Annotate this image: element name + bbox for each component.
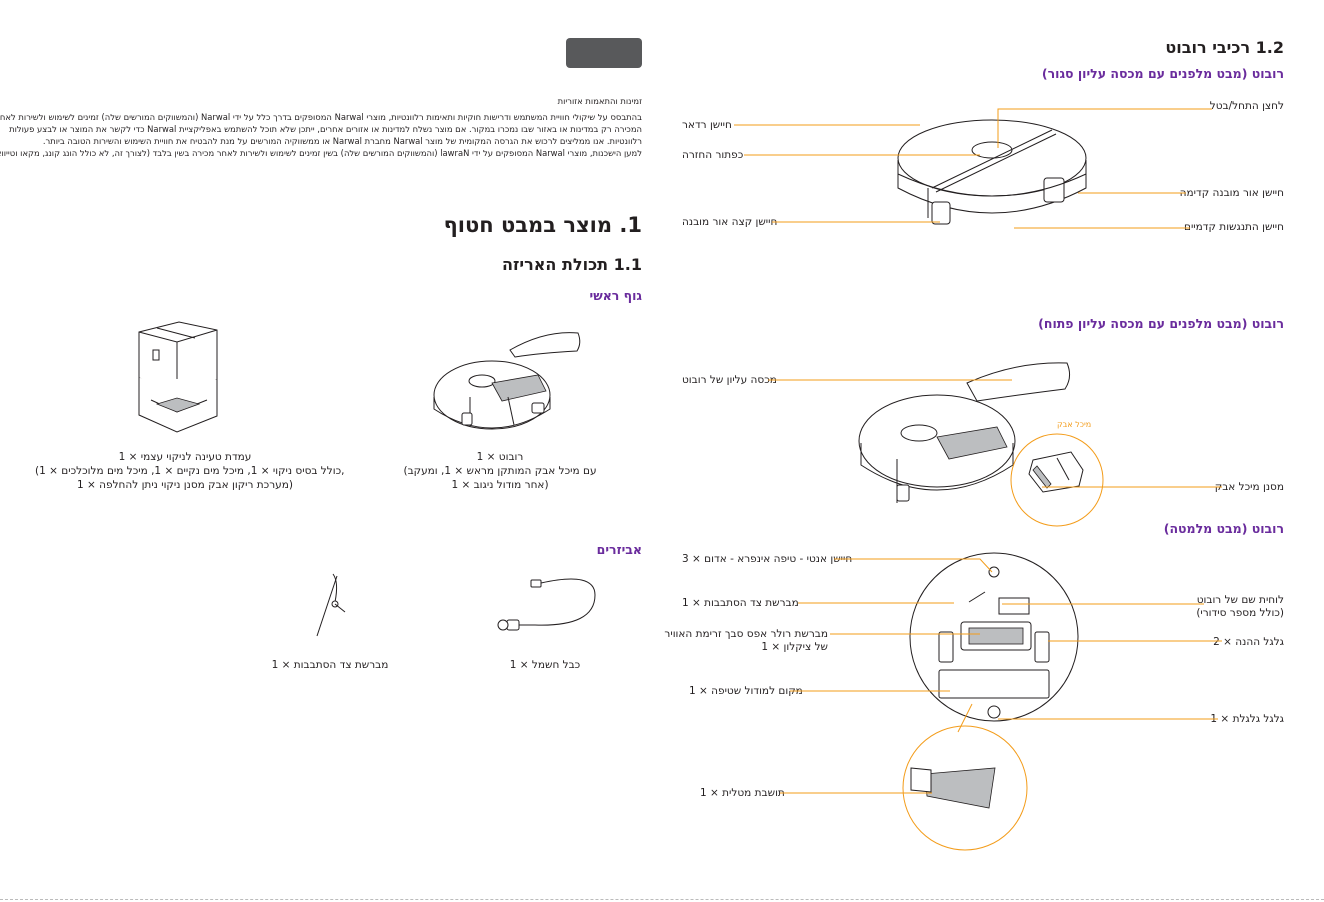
dock-caption-3: מערכת ריקון אבק מסנן ניקוי ניתן להחלפה ×… [77, 479, 293, 491]
power-cable-illustration [497, 578, 596, 631]
robot-caption-1: רובוט × 1 [476, 451, 524, 463]
closed-view-leaders [734, 108, 1212, 229]
label-nameplate-2: (כולל מספר סידורי) [1196, 607, 1284, 619]
label-radar-sensor: חיישן רדאר [682, 119, 732, 131]
dust-bin-zoom-illustration [1010, 433, 1104, 527]
closed-view-heading: רובוט (מבט מלפנים עם מכסה עליון סגור) [1041, 66, 1284, 81]
cable-caption: כבל חשמל × 1 [509, 659, 581, 671]
robot-with-cover-illustration [433, 332, 581, 430]
label-top-cover: מכסה עליון של רובוט [682, 374, 777, 386]
availability-line-1: בהתבסס על שיקולי חוויית המשתמש ודרישות ח… [0, 112, 642, 122]
label-dust-filter: מסנן מיכל אבק [1214, 481, 1284, 493]
label-roller-brush-1: מברשת רולר אפס סבך זרימת האוויר [664, 628, 828, 640]
mop-bracket-zoom-illustration [902, 725, 1028, 851]
availability-line-3: רלוונטיות. אנו ממליצים לרכוש את הגרסה המ… [42, 136, 642, 146]
label-side-brush: מברשת צד הסתבבות × 1 [682, 597, 799, 609]
dock-caption-1: עמדת טעינה לניקוי עצמי × 1 [118, 451, 252, 463]
label-roller-brush-2: של ציקלון × 1 [761, 641, 828, 653]
dock-caption-2: (כולל בסיס ניקוי × 1, מיכל מים נקיים × 1… [35, 465, 345, 477]
label-dust-bin: מיכל אבק [1057, 420, 1092, 429]
label-mop-bracket: תושבת מטלית × 1 [700, 787, 785, 799]
bottom-view-heading: רובוט (מבט מלמטה) [1163, 521, 1284, 536]
label-front-light-sensor: חיישן אור מובנה קדימה [1179, 187, 1284, 199]
components-title: 1.2 רכיבי רובוט [1165, 38, 1284, 57]
label-drive-wheels: גלגל ההנה × 2 [1213, 636, 1284, 648]
robot-closed-illustration [897, 119, 1087, 225]
label-edge-light-sensor: חיישן קצה אור מובנה [682, 216, 778, 228]
label-mop-slot: מקום למודול שטיפה × 1 [689, 685, 803, 697]
open-view-heading: רובוט (מבט מלפנים עם מכסה עליון פתוח) [1038, 316, 1284, 331]
robot-bottom-illustration [909, 552, 1079, 722]
side-brush-caption: מברשת צד הסתבבות × 1 [271, 659, 389, 671]
side-brush-illustration [316, 573, 346, 637]
right-page: 1.2 רכיבי רובוט רובוט (מבט מלפנים עם מכס… [662, 0, 1324, 902]
section-title: 1. מוצר במבט חטוף [443, 213, 642, 237]
left-page: זמינות והתאמות אזוריות בהתבסס על שיקולי … [0, 38, 642, 671]
accessories-heading: אביזרים [596, 542, 642, 557]
subsection-title: 1.1 תכולת האריזה [502, 255, 642, 274]
label-bumper-sensor: חיישן התנגשות קדמיים [1183, 221, 1284, 233]
robot-caption-2: (עם מיכל אבק המותקן מראש × 1, ומעקב [403, 465, 597, 477]
availability-heading: זמינות והתאמות אזוריות [557, 96, 642, 106]
availability-line-4: למען הישכנות, מוצרי Narwal המסופקים על י… [0, 148, 642, 158]
robot-caption-3: אחר מודול ניגוב × 1) [451, 479, 549, 491]
availability-line-2: המכירה רק במדינות או באזור שבו נמכרו במק… [9, 124, 642, 134]
label-nameplate-1: לוחית שם של רובוט [1196, 594, 1284, 606]
dock-illustration [138, 321, 218, 433]
section-tab [566, 38, 642, 68]
page-bottom-dashed-line [0, 899, 1324, 900]
open-view-leaders [768, 379, 1222, 488]
bottom-view-leaders [780, 558, 1222, 794]
robot-open-illustration [858, 362, 1071, 503]
label-home-button: כפתור החזרה [682, 149, 744, 161]
label-cliff-sensor: חיישן אנטי - טיפה אינפרא - אדום × 3 [682, 553, 853, 565]
label-power-button: לחצן התחל/בטל [1209, 100, 1284, 112]
main-body-heading: גוף ראשי [589, 288, 642, 303]
